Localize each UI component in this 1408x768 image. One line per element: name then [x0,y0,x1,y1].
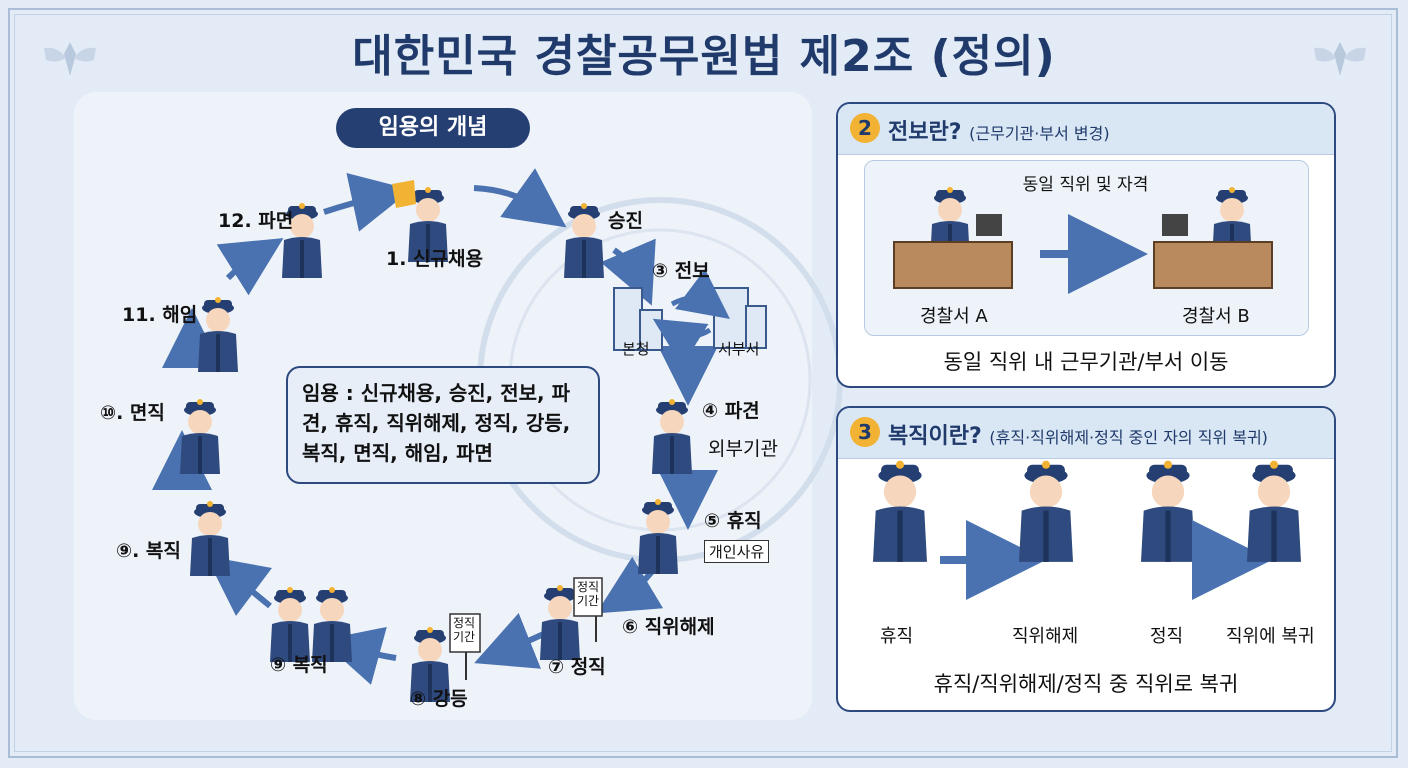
label-expulsion: 12. 파면 [218,210,294,232]
cycle-arrow [600,238,656,306]
officer-dismissal-soft [180,399,220,474]
reinstatement-illustration [873,460,1301,600]
sign-post-icon [573,577,603,642]
panel-header: 3 복직이란? (휴직·직위해제·정직 중인 자의 직위 복귀) [838,408,1334,459]
desk-b-icon [1153,187,1273,289]
label-dispatch: ④ 파견 [702,400,760,422]
panel-title-sub: (근무기관·부서 변경) [969,124,1110,143]
label-dismissal-soft: ⑩. 면직 [100,402,165,424]
sign-period-text: 정직 기간 [577,580,600,608]
label-removal: ⑥ 직위해제 [622,616,715,638]
transfer-caption: 동일 직위 및 자격 [1022,175,1149,195]
officer-reinstate-b [190,501,230,576]
step-label: 직위에 복귀 [1226,626,1315,647]
sign-period-text: 정직 기간 [453,616,476,644]
officer-leave [638,499,678,574]
officer-promotion [564,203,604,278]
transfer-illustration [893,187,1273,294]
label-reinstate-b: ⑨. 복직 [116,540,181,562]
officer-return-icon [1247,460,1301,562]
label-suspension: ⑦ 정직 [548,656,606,678]
label-hire: 1. 신규채용 [386,248,483,270]
label-transfer: ③ 전보 [652,260,710,282]
swap-arrow-icon [670,269,731,319]
officer-removal-icon [1019,460,1073,562]
transfer-footer: 동일 직위 내 근무기관/부서 이동 [943,350,1229,374]
definition-box: 임용 : 신규채용, 승진, 전보, 파견, 휴직, 직위해제, 정직, 강등,… [286,366,600,484]
label-reinstate-a: ⑨ 복직 [270,654,328,676]
panel-title-main: 복직이란? [888,424,982,449]
concept-title-pill: 임용의 개념 [336,108,530,148]
police-emblem-icon [44,42,96,76]
cycle-arrow [206,555,273,617]
inner-frame [14,14,1392,752]
cycle-arrow [321,626,397,685]
building-label-hq: 본청 [622,340,650,358]
officer-suspension-icon [1141,460,1195,562]
panel-number-badge: 2 [850,113,880,143]
officer-leave-icon [873,460,927,562]
station-a-label: 경찰서 A [920,306,988,327]
step-label: 휴직 [880,626,914,647]
step-label: 정직 [1150,626,1184,647]
cycle-arrow [323,172,412,232]
panel-title: 복직이란? (휴직·직위해제·정직 중인 자의 직위 복귀) [888,418,1268,450]
cycle-arrow [473,168,567,228]
building-label-branch: 서부서 [718,340,760,358]
reinstatement-footer: 휴직/직위해제/정직 중 직위로 복귀 [933,672,1239,696]
sign-post-icon [449,613,481,680]
panel-header: 2 전보란? (근무기관·부서 변경) [838,104,1334,155]
officer-dispatch [652,399,692,474]
badge-icon [392,180,416,208]
swap-arrow-icon [652,318,712,367]
outer-frame [8,8,1398,758]
label-promotion: 승진 [608,210,643,232]
page-title: 대한민국 경찰공무원법 제2조 (정의) [352,31,1056,82]
label-dispatch-note: 외부기관 [708,438,778,460]
label-leave-note: 개인사유 [704,540,770,563]
panel-title-sub: (휴직·직위해제·정직 중인 자의 직위 복귀) [989,428,1268,447]
panel-number-badge: 3 [850,417,880,447]
officer-dismissal [198,297,238,372]
panel-title-main: 전보란? [888,120,962,145]
label-dismissal: 11. 해임 [122,304,198,326]
label-leave: ⑤ 휴직 [704,510,762,532]
desk-a-icon [893,187,1013,289]
panel-title: 전보란? (근무기관·부서 변경) [888,114,1110,146]
step-label: 직위해제 [1012,626,1079,647]
police-emblem-icon [1314,42,1366,76]
appointment-cycle-diagram [152,168,767,702]
label-demotion: ⑧ 강등 [410,688,468,710]
station-b-label: 경찰서 B [1182,306,1250,327]
cycle-arrow [216,238,284,296]
